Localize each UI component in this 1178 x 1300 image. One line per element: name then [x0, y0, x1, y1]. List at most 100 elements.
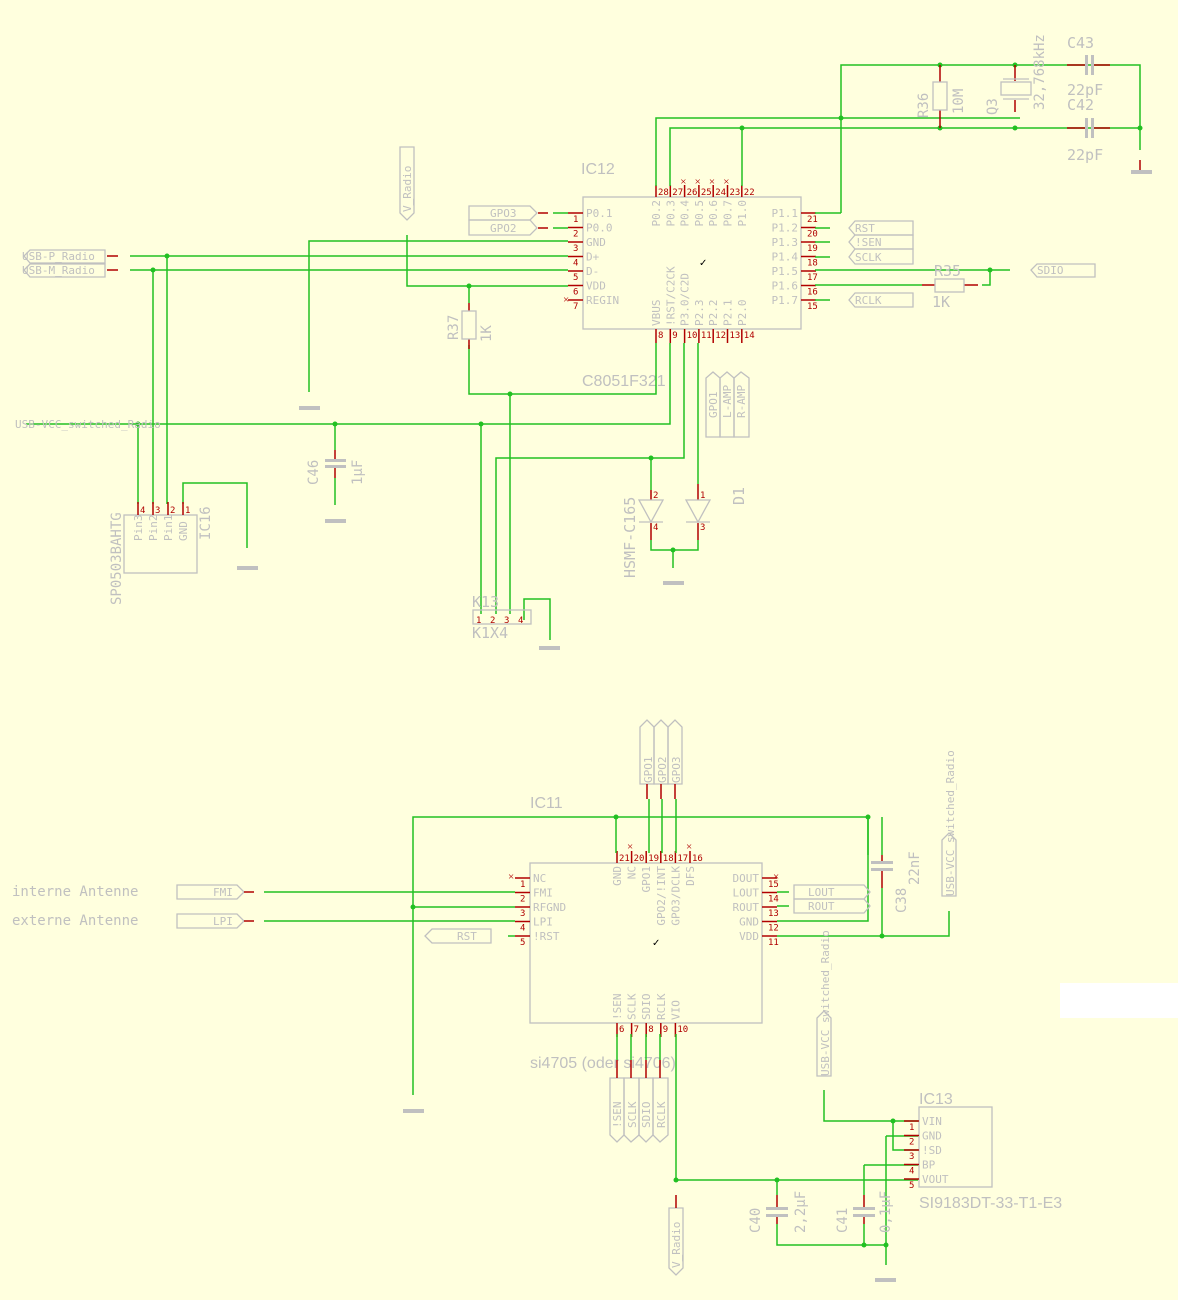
gpo1-label-ic11: GPO1	[642, 757, 655, 784]
junction-dot	[466, 283, 472, 289]
nc-cross-icon: ×	[627, 841, 633, 853]
svg-text:17: 17	[677, 854, 688, 864]
svg-text:8: 8	[658, 331, 663, 341]
nc-cross-icon: ×	[773, 871, 779, 883]
svg-text:GPO2/!INT: GPO2/!INT	[655, 866, 668, 926]
pin: 10 VIO	[669, 1000, 688, 1037]
svg-text:4: 4	[573, 259, 578, 269]
sdio-label-ic11: SDIO	[640, 1102, 653, 1129]
svg-text:3: 3	[155, 506, 160, 516]
junction-dot	[739, 125, 745, 131]
svg-text:4: 4	[909, 1167, 914, 1177]
svg-text:P1.3: P1.3	[772, 236, 799, 249]
svg-text:28: 28	[658, 188, 669, 198]
k13-connector[interactable]: K13 K1X4 1 2 3 4	[472, 593, 532, 642]
svg-text:VDD: VDD	[586, 280, 606, 293]
svg-text:9: 9	[663, 1025, 668, 1035]
gnd-symbols-bottom	[403, 1109, 896, 1282]
r35[interactable]: R35 1K	[922, 262, 978, 311]
net-labels-bottom: interne Antenne FMI externe Antenne LPI …	[12, 719, 957, 1276]
net-labels-top: USB-P_Radio USB-M_Radio USB-VCC_switched…	[15, 146, 1096, 438]
junction-dot	[507, 391, 513, 397]
svg-text:GPO1: GPO1	[640, 866, 653, 893]
ic12-value: C8051F321	[582, 373, 666, 390]
usb-m-label: USB-M_Radio	[22, 264, 95, 277]
svg-text:Pin2: Pin2	[147, 515, 160, 542]
gpo3-label-ic11: GPO3	[670, 757, 683, 784]
svg-text:LOUT: LOUT	[733, 887, 760, 900]
c43[interactable]: C43 22pF	[1067, 34, 1110, 99]
svg-text:!RST/C2CK: !RST/C2CK	[664, 266, 677, 326]
svg-text:P1.7: P1.7	[772, 294, 799, 307]
svg-text:P1.6: P1.6	[772, 280, 799, 293]
junction-dot	[890, 1118, 896, 1124]
svg-text:VIO: VIO	[669, 1000, 682, 1020]
l-amp-label: L-AMP	[721, 385, 734, 418]
junction-dot	[332, 421, 338, 427]
ic16-name: IC16	[198, 506, 214, 540]
external-antenna-label: externe Antenne	[12, 913, 138, 929]
usb-vcc-label: USB-VCC_switched_Radio	[15, 418, 161, 431]
svg-text:10: 10	[677, 1025, 688, 1035]
svg-text:13: 13	[768, 909, 779, 919]
r37[interactable]: R37 1K	[446, 303, 495, 349]
svg-text:13: 13	[730, 331, 741, 341]
svg-text:NC: NC	[626, 866, 639, 879]
svg-text:5: 5	[909, 1181, 914, 1191]
c42[interactable]: C42 22pF	[1067, 96, 1110, 164]
c46[interactable]: C46 1µF	[306, 450, 366, 485]
junction-dot	[673, 1177, 679, 1183]
r36[interactable]: R36 10M	[916, 65, 967, 128]
svg-text:26: 26	[687, 188, 698, 198]
d1-led[interactable]: 2 4 1 3 D1 HSMF-C165	[621, 484, 748, 578]
svg-text:7: 7	[573, 302, 578, 312]
svg-text:25: 25	[701, 188, 712, 198]
svg-text:2: 2	[573, 230, 578, 240]
svg-text:D-: D-	[586, 265, 599, 278]
junction-dot	[861, 1242, 867, 1248]
svg-text:3: 3	[909, 1152, 914, 1162]
k13-pin: 4	[518, 616, 523, 626]
svg-text:4: 4	[140, 506, 145, 516]
nc-cross-icon: ×	[508, 871, 514, 883]
c38[interactable]: C38 22nF	[871, 851, 923, 913]
svg-text:19: 19	[807, 244, 818, 254]
c41[interactable]: C41 0,1µF	[835, 1191, 894, 1233]
svg-text:P1.4: P1.4	[772, 251, 799, 264]
c38-value: 22nF	[907, 851, 923, 885]
svg-text:14: 14	[744, 331, 755, 341]
pin: 15 P1.7	[772, 294, 818, 312]
svg-text:3: 3	[520, 909, 525, 919]
c40[interactable]: C40 2,2µF	[748, 1191, 809, 1233]
q3-value: 32,768kHz	[1032, 34, 1048, 110]
svg-text:GND: GND	[177, 521, 190, 541]
rst-label: RST	[855, 222, 875, 235]
svg-text:P0.1: P0.1	[586, 207, 613, 220]
svg-text:P1.2: P1.2	[772, 222, 799, 235]
svg-text:15: 15	[807, 302, 818, 312]
svg-text:GPO3/DCLK: GPO3/DCLK	[669, 866, 682, 926]
svg-text:GND: GND	[922, 1130, 942, 1143]
svg-text:5: 5	[520, 938, 525, 948]
q3[interactable]: Q3 32,768kHz	[985, 34, 1048, 115]
c43-name: C43	[1067, 34, 1094, 52]
svg-text:Pin3: Pin3	[132, 515, 145, 542]
origin-marker-icon: ✓	[652, 938, 660, 949]
svg-text:18: 18	[807, 259, 818, 269]
gpo2-label: GPO2	[490, 222, 517, 235]
